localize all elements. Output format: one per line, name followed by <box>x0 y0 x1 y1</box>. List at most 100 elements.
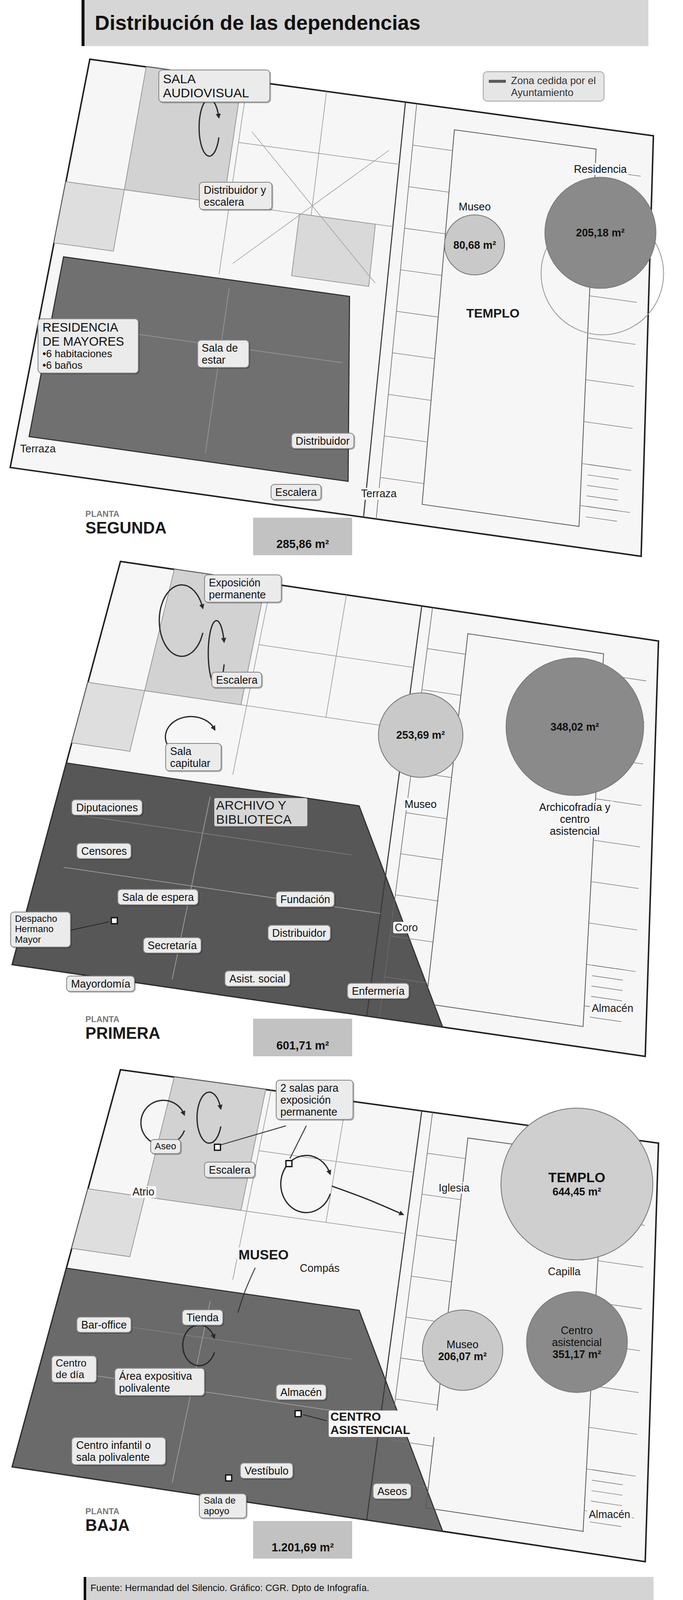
building-outline <box>12 1069 659 1562</box>
legend-row: Zona cedida por el Ayuntamiento <box>488 74 599 99</box>
room-name: •6 baños <box>42 359 135 372</box>
room-name: Sala capitular <box>169 745 217 770</box>
wall-line <box>585 379 634 387</box>
room-name: Área expositiva polivalente <box>119 1370 201 1395</box>
wall-line <box>379 607 433 1019</box>
wall-line <box>421 1194 461 1200</box>
wall-line <box>366 1111 422 1521</box>
floor-area-box: 1.201,69 m² <box>253 1521 353 1559</box>
wall-line <box>416 1235 457 1241</box>
wall-line <box>400 853 443 860</box>
wall-line <box>408 186 450 193</box>
room-label-box: Centro de día <box>51 1355 97 1384</box>
wall-line <box>588 1427 637 1435</box>
location-marker <box>214 1144 221 1151</box>
legend-box: Zona cedida por el Ayuntamiento <box>482 71 605 102</box>
wall-line <box>592 1480 623 1486</box>
room-name: Vestíbulo <box>244 1465 289 1477</box>
room-label-box: Vestíbulo <box>239 1462 294 1480</box>
room-label-box: SALA AUDIOVISUAL <box>158 69 271 103</box>
room-label-box: Bar-office <box>76 1316 132 1334</box>
room-name: •6 habitaciones <box>42 348 135 360</box>
area-circle: Museo206,07 m² <box>421 1309 504 1392</box>
area-circle-fill <box>544 177 656 289</box>
plan-label: Atrio <box>130 1186 156 1199</box>
room-name: Exposición permanente <box>208 576 278 601</box>
wall-line <box>392 353 435 360</box>
area-circle-fill <box>444 215 505 275</box>
wall-line <box>587 475 619 480</box>
floor-area-value: 1.201,69 m² <box>271 1541 334 1555</box>
area-circle: Centro asistencial351,17 m² <box>525 1291 628 1394</box>
room-label-box: Distribuidor <box>267 925 331 942</box>
wall-line <box>390 1440 434 1447</box>
plan-label: CENTRO ASISTENCIAL <box>328 1410 439 1438</box>
room <box>291 213 376 287</box>
wall-line <box>258 1150 414 1173</box>
plan-label: Coro <box>393 922 420 935</box>
wall-line <box>412 145 453 151</box>
room <box>54 181 125 252</box>
location-marker <box>111 917 118 924</box>
area-circle: 348,02 m²Archicofradía y centro asistenc… <box>505 657 645 797</box>
wall-line <box>591 1491 623 1496</box>
plan-label: Almacén <box>586 1509 632 1521</box>
wall-line <box>586 1469 636 1477</box>
plan-label: Capilla <box>546 1266 583 1279</box>
visitor-route <box>331 1186 403 1215</box>
circle-content: 348,02 m² <box>505 657 645 797</box>
wall-line <box>396 311 439 318</box>
caption: Fuente: Hermandad del Silencio. Gráfico:… <box>90 1582 370 1594</box>
room-name: Sala de espera <box>122 891 194 904</box>
wall-line <box>591 986 623 991</box>
wall-line <box>411 1276 452 1282</box>
wall-line <box>388 394 432 401</box>
room-name: Sala de apoyo <box>203 1495 243 1517</box>
wall-line <box>585 516 617 522</box>
room-label-box: Escalera <box>211 671 263 689</box>
room-label-box: Exposición permanente <box>204 574 282 603</box>
room-label-box: RESIDENCIA DE MAYORES•6 habitaciones•6 b… <box>37 318 139 374</box>
plan-label: PLANTA <box>83 1506 122 1517</box>
room-label-box: Sala de estar <box>197 339 250 368</box>
wall-line <box>238 142 400 165</box>
area-circle: 205,18 m²Residencia <box>544 176 657 289</box>
room-name: Almacén <box>280 1386 322 1399</box>
room-label-box: Escalera <box>204 1161 255 1179</box>
wall-line <box>205 288 230 453</box>
legend-swatch <box>488 79 506 83</box>
circle-text: 351,17 m² <box>552 1348 602 1361</box>
leader-line <box>303 1415 327 1422</box>
wall-line <box>586 506 618 511</box>
room-label-box: Asist. social <box>224 970 291 987</box>
circle-text: 205,18 m² <box>575 226 625 239</box>
room-name: Asist. social <box>229 972 286 985</box>
room-label-box: Mayordomía <box>66 975 135 993</box>
circle-text: 80,68 m² <box>453 239 497 252</box>
leader-line <box>67 922 110 932</box>
wall-line <box>427 1153 466 1159</box>
wall-line <box>598 1260 644 1268</box>
room-name: Centro de día <box>55 1357 93 1381</box>
room-label-box: Aseo <box>150 1139 181 1155</box>
area-circle-fill <box>500 1108 653 1261</box>
wall-line <box>586 964 636 972</box>
building-outline <box>12 561 659 1057</box>
plan-label: PLANTA <box>83 509 122 519</box>
plan-label: MUSEO <box>236 1247 291 1263</box>
visitor-route <box>182 1325 215 1366</box>
area-circle-fill <box>422 1310 503 1391</box>
room-label-box: Enfermería <box>347 983 410 1000</box>
wall-line <box>63 867 381 914</box>
wall-line <box>65 181 393 227</box>
plan-label: Terraza <box>18 443 58 456</box>
wall-line <box>589 1017 622 1022</box>
circle-text: 644,45 m² <box>552 1185 602 1198</box>
room-label-box: Sala capitular <box>165 743 222 772</box>
area-circle: TEMPLO644,45 m² <box>500 1107 654 1261</box>
room-name: Bar-office <box>81 1319 127 1331</box>
area-circle-fill <box>505 658 644 796</box>
circle-text: Museo <box>446 1338 479 1351</box>
wall-line <box>379 1112 433 1522</box>
plan-label: BAJA <box>83 1517 132 1536</box>
